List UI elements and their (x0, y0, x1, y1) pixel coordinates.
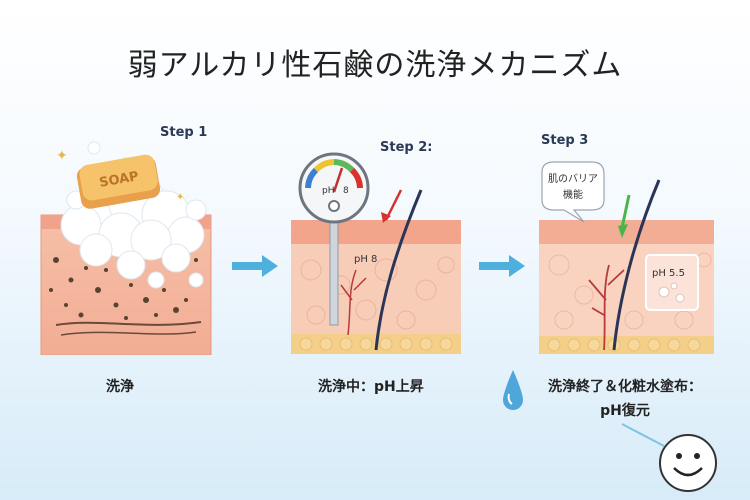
bubble-text-line-1: 肌のバリア (548, 173, 598, 185)
step-3-skin-panel: pH 5.5 肌のバリア 機能 (539, 161, 714, 354)
step-3-caption-line-2: pH復元 (600, 403, 650, 419)
skin-wrinkle (55, 321, 202, 326)
cell-pattern (300, 256, 455, 330)
step-1-caption: 洗浄 (106, 379, 134, 395)
pointer-line (621, 423, 665, 447)
step-3-label: Step 3 (541, 133, 589, 148)
hair-strand (612, 179, 661, 351)
step-2-label: Step 2: (380, 140, 433, 155)
dermis (291, 244, 461, 334)
soap-label: SOAP (98, 169, 140, 191)
water-drop-icon (503, 370, 523, 410)
meter-ph-text: pH (322, 186, 334, 196)
step-3-caption-line-1: 洗浄終了＆化粧水塗布： (548, 379, 702, 395)
fat-cells (299, 337, 453, 351)
skin-wrinkle (60, 331, 197, 336)
capillary (340, 269, 367, 336)
step-3-caption: 洗浄終了＆化粧水塗布： pH復元 (540, 376, 710, 420)
ph-bubbles (658, 282, 685, 303)
epidermis (291, 220, 461, 244)
meter-needle (332, 167, 344, 193)
ph-meter (298, 152, 370, 224)
ph-label: pH 5.5 (652, 268, 685, 279)
meter-value-text: 8 (343, 186, 349, 196)
step-1-label: Step 1 (160, 125, 208, 140)
ph-label: pH 8 (354, 254, 377, 265)
cell-pattern (548, 252, 712, 330)
fat-cells (547, 338, 701, 352)
step-2-caption: 洗浄中：pH上昇 (318, 379, 424, 395)
ph-box (645, 254, 699, 311)
sparkle-icon: ✦ (56, 148, 68, 164)
hair-strand (374, 189, 423, 351)
arrow-step-2-to-3 (479, 255, 525, 277)
red-arrow-head (381, 212, 391, 223)
smiley-face-icon (659, 434, 717, 492)
step-1-skin-panel: SOAP ✦ ✦ (40, 141, 212, 355)
bubble-text-line-2: 機能 (563, 188, 583, 201)
soap-bar: SOAP (76, 154, 161, 209)
step-2-skin-panel: pH 8 pH 8 (291, 152, 461, 354)
green-arrow-head (618, 224, 628, 238)
capillary (588, 264, 625, 351)
speech-bubble (541, 161, 605, 223)
arrow-step-1-to-2 (232, 255, 278, 277)
page-title: 弱アルカリ性石鹸の洗浄メカニズム (127, 48, 623, 83)
sparkle-icon: ✦ (176, 192, 184, 203)
epidermis (539, 220, 714, 244)
green-arrow-icon (620, 194, 631, 229)
